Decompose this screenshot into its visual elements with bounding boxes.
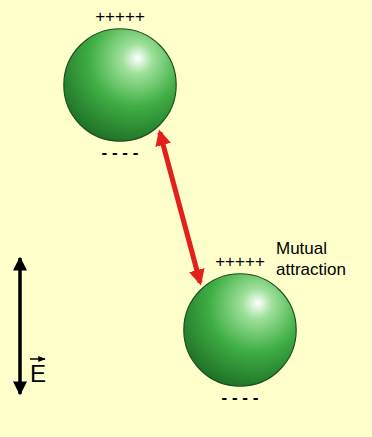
negative-charges: - - - - <box>222 389 259 407</box>
sphere-body <box>184 274 296 386</box>
field-label: E <box>30 362 46 386</box>
arrow-label: Mutual attraction <box>276 238 370 280</box>
sphere-outline <box>63 28 177 142</box>
charged-sphere: +++++- - - - <box>63 28 177 142</box>
sphere-body <box>64 29 176 141</box>
field-direction-arrow <box>18 258 22 394</box>
charged-sphere: +++++- - - - <box>183 273 297 387</box>
positive-charges: +++++ <box>95 8 145 26</box>
sphere-outline <box>183 273 297 387</box>
negative-charges: - - - - <box>102 144 139 162</box>
vector-symbol <box>30 358 45 360</box>
positive-charges: +++++ <box>215 253 265 271</box>
attraction-arrow <box>160 132 200 282</box>
